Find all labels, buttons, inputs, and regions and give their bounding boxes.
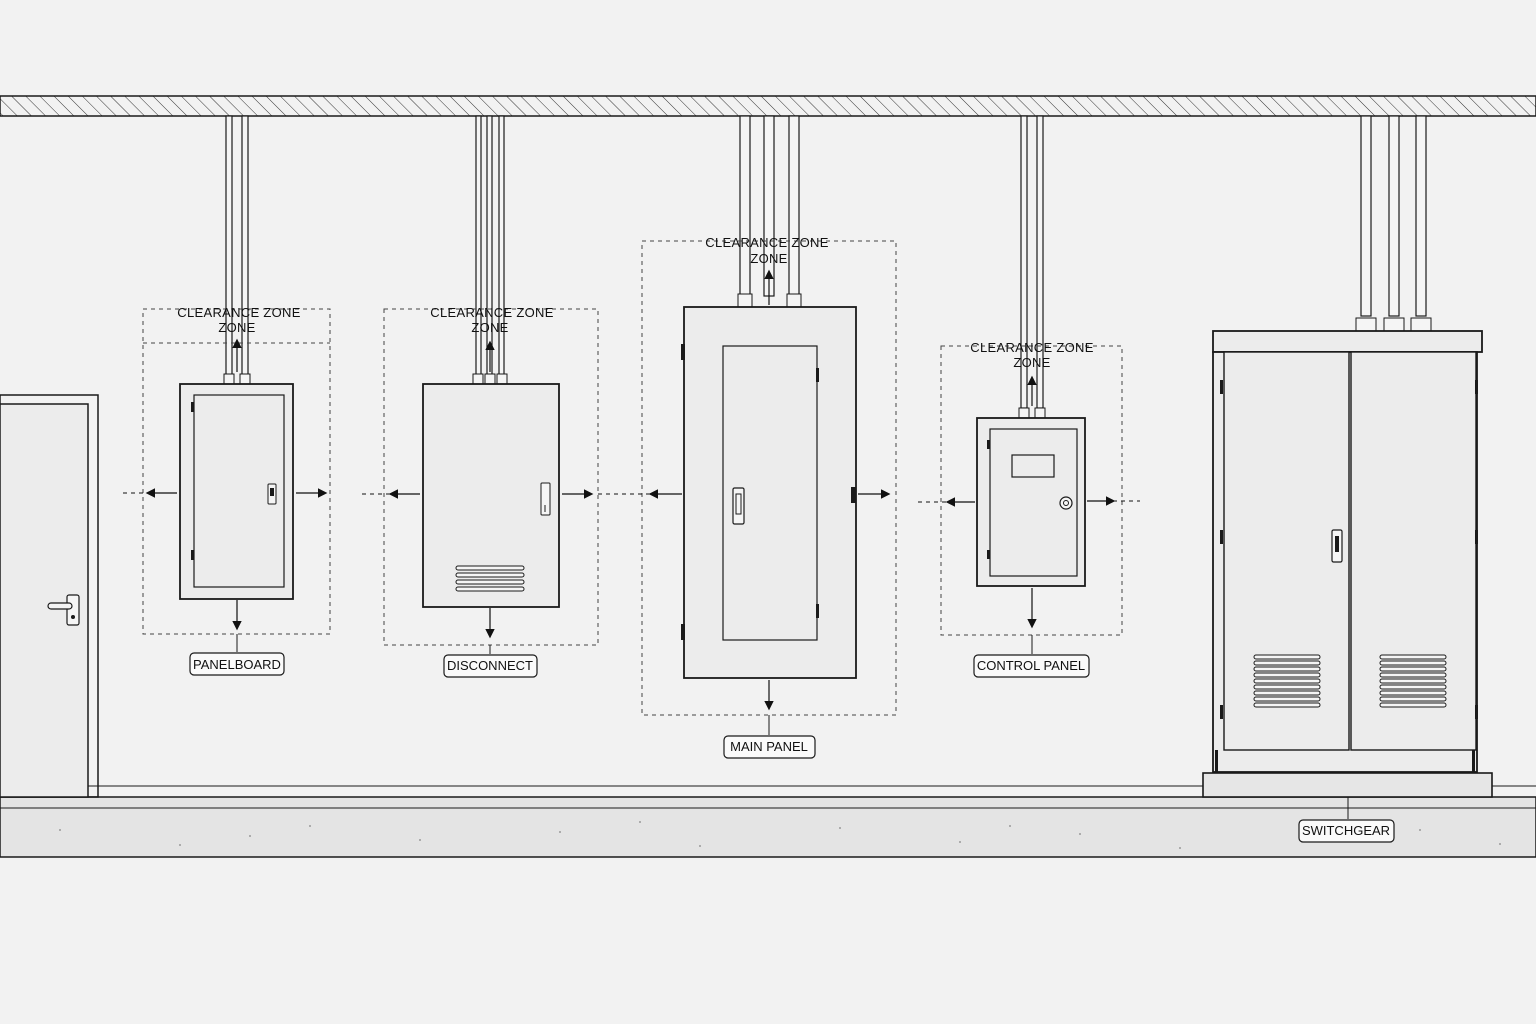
- disconnect-handle-icon: [540, 482, 551, 516]
- main-panel-group: CLEARANCE ZONE ZONE MAIN PANEL: [598, 235, 897, 759]
- switchgear-group: SWITCHGEAR: [1202, 317, 1493, 843]
- control-panel-lock-icon: [1059, 496, 1073, 510]
- main-panel-zone-label-1: CLEARANCE ZONE: [705, 235, 828, 250]
- main-panel-tag: [723, 735, 816, 759]
- door-handle-icon: [47, 594, 80, 626]
- switchgear-top-cap: [1212, 330, 1483, 353]
- panelboard-label: PANELBOARD: [193, 657, 281, 672]
- main-panel-label: MAIN PANEL: [730, 739, 808, 754]
- disconnect-zone-label-2: ZONE: [471, 320, 508, 335]
- disconnect-vent-icon: [455, 565, 525, 592]
- disconnect-group: CLEARANCE ZONE ZONE DISCONNECT: [362, 305, 599, 678]
- control-panel-display: [1011, 454, 1055, 478]
- switchgear-tag: [1298, 819, 1395, 843]
- switchgear-handle-icon: [1331, 529, 1343, 563]
- disconnect-clearance-zone: [383, 308, 599, 646]
- main-panel-latch-icon: [732, 487, 745, 525]
- ceiling: [0, 95, 1536, 117]
- panelboard-tag: [189, 652, 285, 676]
- switchgear-right-vent-icon: [1379, 654, 1447, 708]
- main-panel-clearance-zone: [641, 240, 897, 716]
- control-panel-tag: [973, 654, 1090, 678]
- control-panel-zone-label-1: CLEARANCE ZONE: [970, 340, 1093, 355]
- conduits: [225, 115, 1427, 409]
- disconnect-label: DISCONNECT: [447, 658, 533, 673]
- switchgear-left-door: [1223, 351, 1350, 751]
- disconnect-tag: [443, 654, 538, 678]
- floor: [0, 785, 1536, 858]
- door: [0, 394, 99, 798]
- panelboard-latch-icon: [267, 483, 277, 505]
- switchgear-label: SWITCHGEAR: [1302, 823, 1390, 838]
- control-panel-zone-label-2: ZONE: [1013, 355, 1050, 370]
- panelboard-zone-label-1: CLEARANCE ZONE: [177, 305, 300, 320]
- switchgear-right-door: [1350, 351, 1477, 751]
- switchgear-base: [1202, 772, 1493, 798]
- panelboard-zone-label-2: ZONE: [218, 320, 255, 335]
- disconnect-zone-label-1: CLEARANCE ZONE: [430, 305, 553, 320]
- switchgear-left-vent-icon: [1253, 654, 1321, 708]
- main-panel-zone-label-2: ZONE: [750, 251, 787, 266]
- control-panel-label: CONTROL PANEL: [977, 658, 1085, 673]
- panelboard-group: CLEARANCE ZONE ZONE PANELBOARD: [123, 305, 331, 676]
- control-panel-group: CLEARANCE ZONE ZONE CONTROL PANEL: [918, 340, 1140, 678]
